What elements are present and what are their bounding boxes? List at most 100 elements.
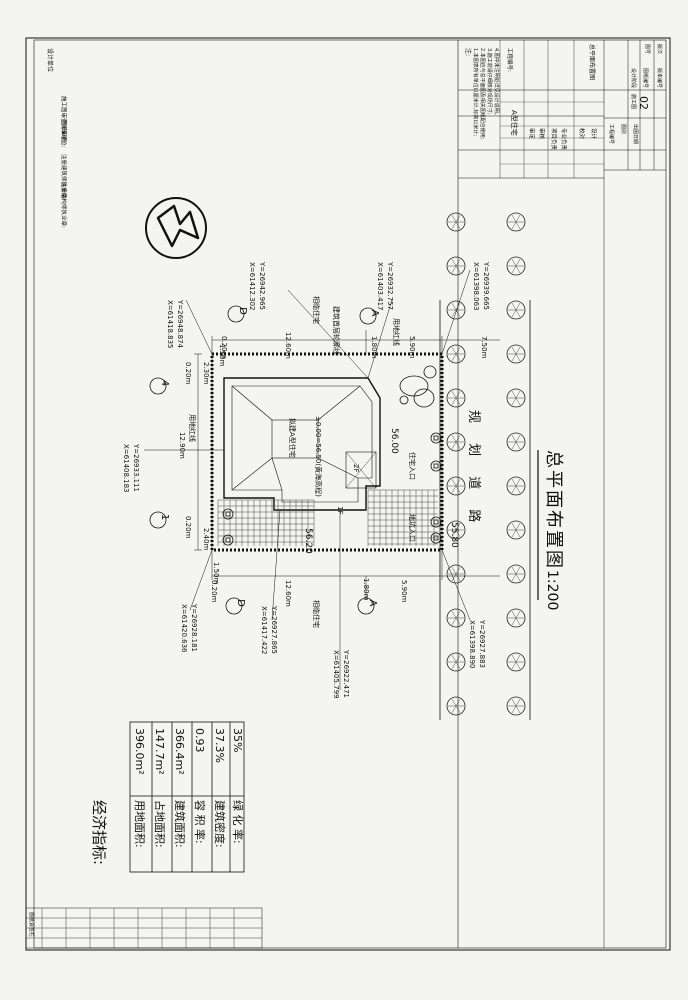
stamp-field: 注册结构师执业章: (60, 182, 68, 228)
meta-label: 图别 (620, 124, 627, 134)
coordinate-text: X=61403.417 (376, 262, 384, 311)
tree-icon (506, 476, 526, 496)
dimension-text: 1.50m (218, 344, 226, 367)
tree-icon (506, 344, 526, 364)
dimension-text: 7.50m (480, 336, 488, 359)
indicator-label: 容 积 率: (193, 800, 207, 844)
stamp-field: 施工图审查批准单位: (60, 96, 68, 148)
coordinate-text: X=61417.422 (260, 606, 268, 655)
tree-icon (506, 564, 526, 584)
sheet-number: 02 (637, 96, 650, 110)
meta-label: 工程编号 (608, 124, 615, 144)
meta-label: 出图日期 (632, 124, 639, 144)
tree-icon (446, 212, 466, 232)
utility-symbols (222, 432, 442, 546)
stamp-field: 图纸审查: (60, 120, 68, 144)
coordinate-text: Y=26927.865 (270, 605, 278, 654)
north-arrow-icon (145, 197, 207, 259)
paving-area (217, 489, 438, 546)
indicator-label: 绿 化 率: (231, 800, 245, 844)
elevation-mark: 56.20 (303, 528, 313, 554)
grid-axis-label: 4 (159, 380, 170, 386)
building-outline (223, 377, 381, 511)
coordinate-text: Y=26928.181 (190, 603, 198, 652)
dimension-text: 2.40m (202, 528, 210, 551)
coordinate-text: Y=26927.883 (478, 619, 486, 668)
tree-icon (446, 564, 466, 584)
dimension-lines (194, 330, 500, 600)
dimension-text: 0.20m (184, 516, 192, 539)
coordinate-text: X=61420.636 (180, 604, 188, 653)
proposed-house-label: 拟建A型住宅 (288, 418, 297, 458)
title-block (457, 40, 666, 948)
floor-2f: 2F (352, 464, 360, 472)
tree-icon (506, 388, 526, 408)
grid-axis-label: A (367, 600, 378, 607)
note-line: 2.本图应与总平面图及相关图纸配合使用; (479, 48, 486, 140)
coordinate-text: Y=26932.757 (386, 261, 394, 310)
tree-icon (446, 520, 466, 540)
coordinate-text: X=61405.799 (332, 650, 340, 699)
tree-icon (446, 256, 466, 276)
dimension-text: 12.60m (284, 580, 292, 607)
entrance-label: 住宅入口 (408, 452, 417, 480)
project-name: A型住宅 (510, 110, 519, 136)
coordinate-text: X=61408.183 (122, 444, 130, 493)
stamp-field: 注册建筑师执业章: (60, 154, 68, 200)
dimension-text: 0.20m (220, 336, 228, 359)
grid-axis-label: 1 (159, 514, 170, 520)
coordinate-text: Y=26942.965 (258, 261, 266, 310)
floor-1f: 1F (336, 506, 344, 514)
planned-road (439, 300, 531, 720)
tree-icon (446, 652, 466, 672)
indicator-value: 147.7m² (153, 728, 166, 775)
signoff-grid (25, 907, 263, 949)
elevation-mark: 56.00 (389, 428, 399, 454)
tree-icon (446, 388, 466, 408)
dimension-text: 5.90m (400, 580, 408, 603)
dimension-text: 0.20m (210, 580, 218, 603)
dimension-text: 5.90m (408, 336, 416, 359)
meta-label: 图号 (644, 44, 650, 54)
tree-icon (446, 432, 466, 452)
tree-icon (446, 696, 466, 716)
outer-frame (25, 37, 671, 951)
tree-icon (506, 520, 526, 540)
indicators-table (129, 721, 245, 873)
tree-icon (506, 432, 526, 452)
coordinate-text: Y=26922.471 (342, 649, 350, 698)
meta-label: 版次 (656, 44, 663, 54)
setback-line-label: 用地红线 (392, 318, 401, 346)
coordinate-text: Y=26948.874 (176, 299, 184, 349)
indicator-label: 建筑面积: (173, 800, 187, 848)
tree-icon (506, 652, 526, 672)
signer-label: 专业负责 (560, 128, 568, 151)
indicator-label: 建筑密度: (213, 800, 227, 848)
grid-axis-label: D (237, 307, 248, 315)
coordinate-text: Y=26933.111 (132, 443, 140, 492)
building-line-label: 建筑首层轮廓线 (332, 306, 341, 355)
garage-entrance-label: 地坑入口 (408, 514, 417, 542)
notes-heading: 注: (464, 48, 472, 56)
dimension-text: 1.80m (370, 336, 378, 359)
tree-icon (506, 300, 526, 320)
setback-line-label: 用地红线 (188, 414, 197, 442)
neighbor-top-label: 相临住宅 (312, 296, 321, 324)
grid-axes (149, 305, 377, 615)
garden-feature (399, 365, 437, 408)
coordinate-text: X=61398.063 (472, 262, 480, 311)
coordinate-text: X=61412.302 (248, 262, 256, 311)
elevation-mark: 55.80 (449, 522, 459, 548)
grid-axis-label: A (369, 310, 380, 317)
coordinate-text: X=61418.835 (166, 300, 174, 349)
meta-value: 施工图 (630, 94, 637, 109)
meta-label: 设计阶段 (630, 68, 637, 88)
tree-icon (506, 696, 526, 716)
dimension-text: 12.60m (284, 332, 292, 359)
site-boundary (210, 352, 444, 552)
signer-label: 校对 (578, 128, 586, 140)
design-unit-label: 设计单位 (46, 48, 54, 72)
coordinate-text: X=61398.890 (468, 620, 476, 669)
elevation-label: ±0.00=56.50(黄海高程) (314, 416, 323, 497)
